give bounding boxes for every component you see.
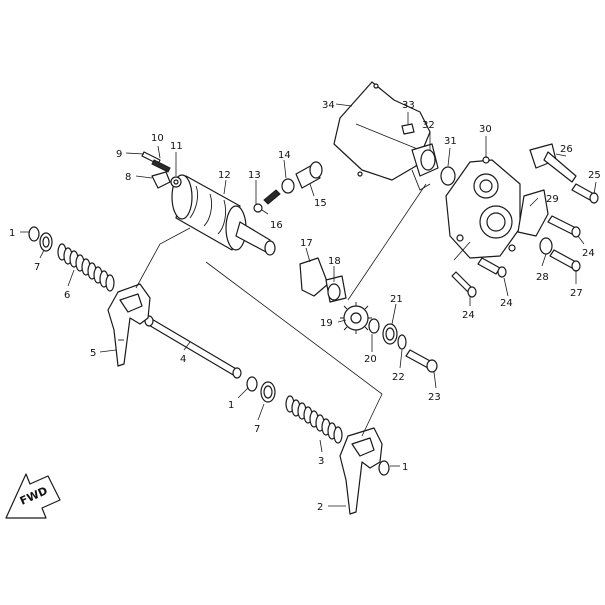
label-8: 8 — [125, 172, 131, 183]
drum-cam-plate — [299, 257, 329, 297]
label-28: 28 — [536, 272, 549, 283]
label-23: 23 — [428, 392, 441, 403]
spring-right — [285, 395, 343, 444]
label-16: 16 — [270, 220, 283, 231]
stopper-arm-assembly — [141, 151, 182, 189]
label-33: 33 — [402, 100, 415, 111]
label-24-bottom: 24 — [462, 310, 475, 321]
bolt-24-a — [547, 215, 581, 238]
label-3: 3 — [318, 456, 324, 467]
label-14: 14 — [278, 150, 291, 161]
label-17: 17 — [300, 238, 313, 249]
circlip-middle — [246, 376, 258, 392]
label-1-middle: 1 — [228, 400, 234, 411]
shift-fork-right — [339, 427, 383, 515]
oring-14 — [281, 178, 295, 194]
label-19: 19 — [320, 318, 333, 329]
label-20: 20 — [364, 354, 377, 365]
label-32: 32 — [422, 120, 435, 131]
label-15: 15 — [314, 198, 327, 209]
dowel-pin-33 — [401, 123, 415, 135]
detent-ball — [253, 203, 263, 213]
label-5: 5 — [90, 348, 96, 359]
label-24-middle: 24 — [500, 298, 513, 309]
part-numbers: 1 1 1 2 3 4 5 6 7 7 8 9 10 11 12 13 14 1… — [9, 100, 601, 513]
label-27: 27 — [570, 288, 583, 299]
bolt-24-b — [477, 257, 507, 278]
cover-gasket — [333, 81, 431, 181]
label-9: 9 — [116, 149, 122, 160]
bolt-23 — [405, 349, 438, 373]
shift-fork-shaft — [144, 315, 242, 379]
label-22: 22 — [392, 372, 405, 383]
shift-arm-gear-32 — [411, 143, 439, 191]
assembly-lines — [135, 183, 471, 437]
shift-drum — [171, 174, 276, 256]
label-30: 30 — [479, 124, 492, 135]
washer-22 — [397, 334, 407, 350]
label-25: 25 — [588, 170, 601, 181]
label-12: 12 — [218, 170, 231, 181]
spring-left — [57, 243, 115, 292]
circlip-left — [28, 226, 40, 242]
washer-20 — [368, 318, 380, 334]
shift-fork-left — [107, 283, 151, 367]
bushing-18 — [325, 275, 347, 303]
washer-28 — [539, 237, 553, 255]
label-13: 13 — [248, 170, 261, 181]
circlip-right — [378, 460, 390, 476]
label-2: 2 — [317, 502, 323, 513]
label-29: 29 — [546, 194, 559, 205]
bolt-24-c — [451, 271, 477, 298]
bolt-27 — [549, 249, 581, 272]
oil-seal-31 — [440, 166, 456, 186]
label-4: 4 — [180, 354, 186, 365]
plug-bolt-15 — [295, 161, 323, 189]
shift-cover — [445, 156, 521, 259]
detent-spring — [263, 189, 281, 205]
label-leaders — [20, 103, 597, 507]
label-6: 6 — [64, 290, 70, 301]
bolt-25 — [571, 183, 599, 204]
label-7-left: 7 — [34, 262, 40, 273]
shift-gear-19 — [340, 302, 372, 334]
cover-gasket-29 — [517, 189, 549, 237]
label-31: 31 — [444, 136, 457, 147]
label-34: 34 — [322, 100, 335, 111]
shift-shaft-26 — [529, 143, 577, 183]
label-11: 11 — [170, 141, 183, 152]
label-7-middle: 7 — [254, 424, 260, 435]
label-18: 18 — [328, 256, 341, 267]
label-10: 10 — [151, 133, 164, 144]
forward-arrow-icon: FWD — [5, 473, 61, 519]
label-24-right: 24 — [582, 248, 595, 259]
label-1-left: 1 — [9, 228, 15, 239]
label-1-right: 1 — [402, 462, 408, 473]
label-21: 21 — [390, 294, 403, 305]
label-26: 26 — [560, 144, 573, 155]
